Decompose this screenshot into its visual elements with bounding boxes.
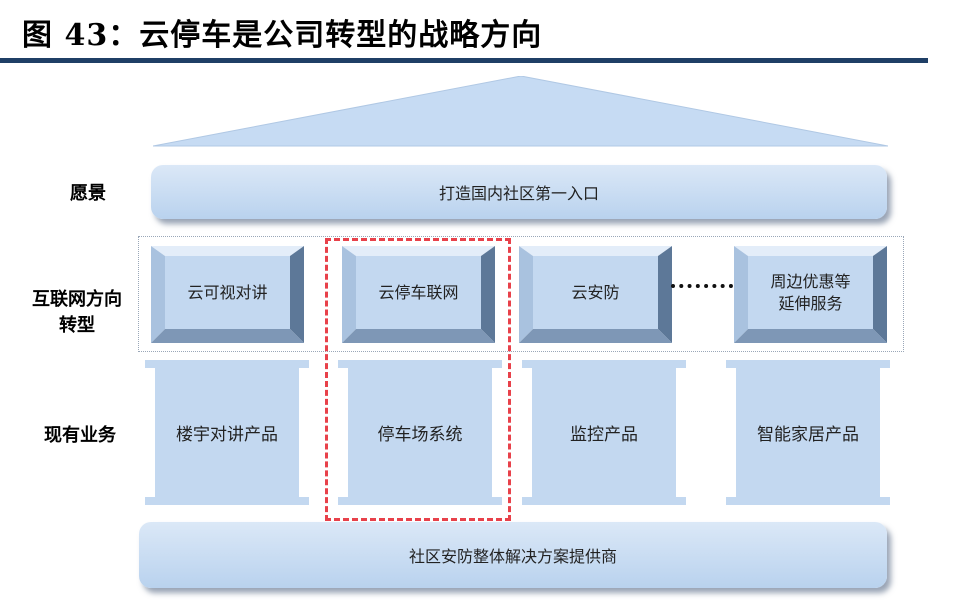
current-pillar-3-label: 监控产品: [570, 425, 638, 445]
title-rule: [0, 58, 928, 63]
base-band: 社区安防整体解决方案提供商: [139, 522, 887, 588]
row-label-transform: 互联网方向 转型: [22, 287, 132, 339]
figure-title: 图 43：云停车是公司转型的战略方向: [22, 18, 543, 53]
current-pillar-1: 楼宇对讲产品: [145, 360, 309, 505]
transform-block-2-label: 云停车联网: [356, 256, 481, 329]
transform-block-3: 云安防: [519, 246, 672, 343]
vision-text: 打造国内社区第一入口: [438, 184, 599, 203]
transform-block-4-line1: 周边优惠等: [770, 271, 851, 291]
highlight-frame: [325, 238, 511, 521]
current-pillar-4-label: 智能家居产品: [757, 425, 859, 445]
row-label-vision: 愿景: [70, 183, 106, 204]
vision-band: 打造国内社区第一入口: [151, 165, 887, 219]
current-pillar-2: 停车场系统: [338, 360, 502, 505]
current-pillar-1-label: 楼宇对讲产品: [176, 425, 278, 445]
transform-block-4-line2: 延伸服务: [778, 293, 843, 313]
transform-block-2: 云停车联网: [342, 246, 495, 343]
base-text: 社区安防整体解决方案提供商: [408, 547, 617, 566]
current-pillar-4: 智能家居产品: [726, 360, 890, 505]
ellipsis-dots: [671, 284, 733, 288]
transform-block-3-label: 云安防: [533, 256, 658, 329]
row-label-transform-line2: 转型: [59, 315, 95, 336]
current-pillar-2-label: 停车场系统: [377, 425, 463, 445]
row-label-transform-line1: 互联网方向: [32, 289, 122, 310]
transform-block-4-label: 周边优惠等 延伸服务: [748, 256, 873, 329]
row-label-current: 现有业务: [44, 425, 116, 446]
roof-triangle: [153, 76, 888, 147]
current-pillar-3: 监控产品: [522, 360, 686, 505]
transform-frame: [138, 236, 904, 352]
transform-block-4: 周边优惠等 延伸服务: [734, 246, 887, 343]
transform-block-1: 云可视对讲: [151, 246, 304, 343]
transform-block-1-label: 云可视对讲: [165, 256, 290, 329]
